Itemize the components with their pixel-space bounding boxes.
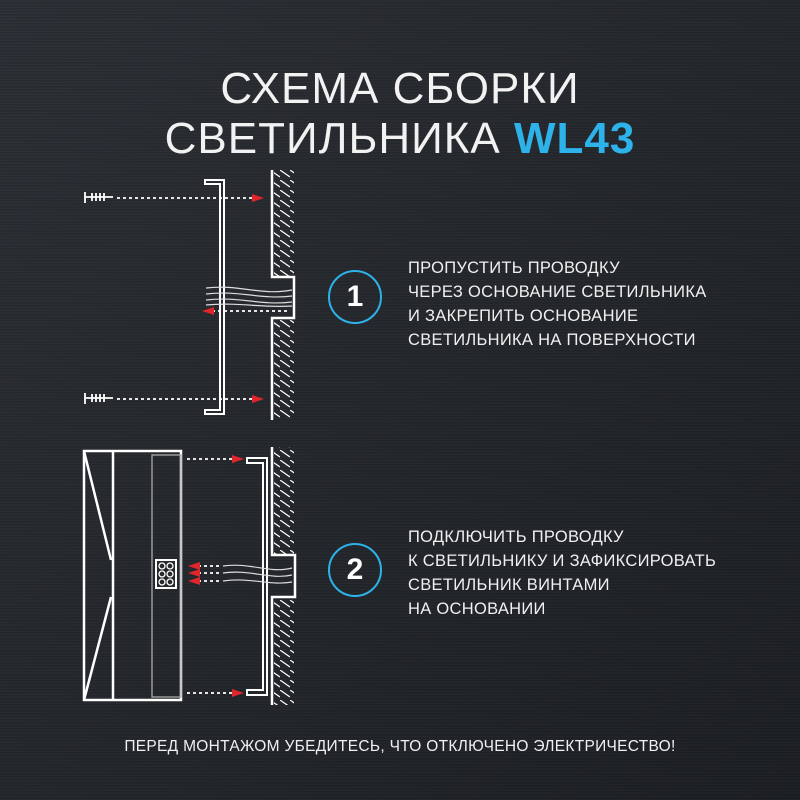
screw-icon [84, 192, 113, 203]
red-arrow-icon [188, 577, 200, 585]
step1-diagram [84, 170, 296, 420]
red-arrow-icon [252, 395, 264, 403]
step-line: СВЕТИЛЬНИК ВИНТАМИ [408, 576, 610, 594]
step-number-1: 1 [328, 270, 382, 324]
title-line-2: СВЕТИЛЬНИКА WL43 [0, 114, 800, 164]
step-number-2: 2 [328, 543, 382, 597]
title-line-1: СХЕМА СБОРКИ [220, 64, 580, 113]
title-prefix: СВЕТИЛЬНИКА [164, 114, 514, 163]
red-arrow-icon [232, 689, 244, 697]
wall-hatch [274, 597, 294, 705]
step-line: ПРОПУСТИТЬ ПРОВОДКУ [408, 259, 620, 277]
red-arrow-icon [232, 455, 244, 463]
step-line: К СВЕТИЛЬНИКУ И ЗАФИКСИРОВАТЬ [408, 552, 717, 570]
red-arrow-icon [188, 562, 200, 570]
step-line: ЧЕРЕЗ ОСНОВАНИЕ СВЕТИЛЬНИКА [408, 283, 707, 301]
screw-icon [84, 393, 113, 404]
safety-warning: ПЕРЕД МОНТАЖОМ УБЕДИТЕСЬ, ЧТО ОТКЛЮЧЕНО … [124, 738, 676, 755]
red-arrow-icon [202, 307, 214, 315]
wires [222, 564, 293, 584]
step-1-text: ПРОПУСТИТЬ ПРОВОДКУ ЧЕРЕЗ ОСНОВАНИЕ СВЕТ… [408, 256, 707, 352]
mounting-base [204, 179, 225, 415]
wall-hatch [274, 318, 294, 420]
wall-hatch [274, 447, 294, 555]
model-name: WL43 [513, 114, 636, 163]
red-arrow-icon [188, 569, 200, 577]
step-line: ПОДКЛЮЧИТЬ ПРОВОДКУ [408, 528, 624, 546]
wall [270, 170, 296, 420]
wires [205, 286, 293, 307]
wall [270, 447, 297, 705]
mounting-base [246, 457, 268, 696]
step-line: НА ОСНОВАНИИ [408, 600, 546, 618]
step-line: СВЕТИЛЬНИКА НА ПОВЕРХНОСТИ [408, 331, 696, 349]
step-2-text: ПОДКЛЮЧИТЬ ПРОВОДКУ К СВЕТИЛЬНИКУ И ЗАФИ… [408, 525, 716, 621]
step2-diagram [82, 447, 297, 705]
luminaire [82, 449, 183, 702]
dashed-guide [198, 565, 220, 582]
wall-hatch [274, 170, 294, 277]
red-arrow-icon [252, 194, 264, 202]
step-line: И ЗАКРЕПИТЬ ОСНОВАНИЕ [408, 307, 639, 325]
